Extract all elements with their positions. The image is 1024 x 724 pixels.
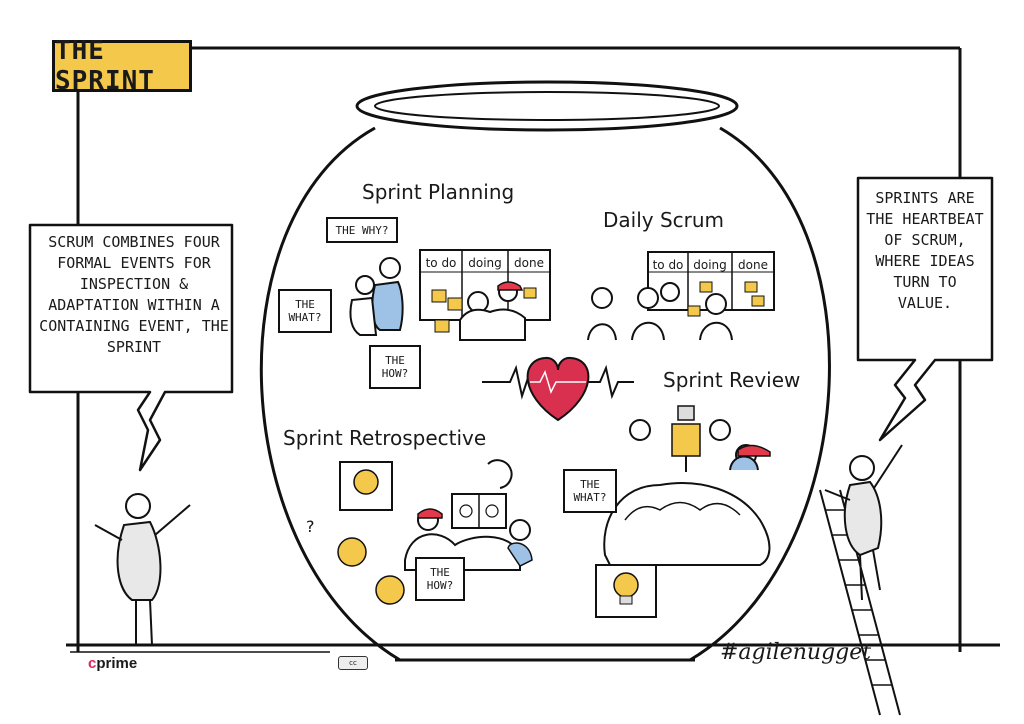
cprime-logo: cprime xyxy=(88,655,138,672)
daily-board-done: done xyxy=(738,258,768,272)
planning-board-todo: to do xyxy=(425,256,457,270)
left-bubble-text: SCRUM COMBINES FOUR FORMAL EVENTS FOR IN… xyxy=(39,233,229,356)
daily-board-doing: doing xyxy=(693,258,727,272)
planning-why-label: THE WHY? xyxy=(335,224,389,237)
title-box: THE SPRINT xyxy=(52,36,192,96)
planning-board-doing: doing xyxy=(468,256,502,270)
daily-scrum-title: Daily Scrum xyxy=(603,208,725,232)
retro-how-label: THE HOW? xyxy=(426,566,454,592)
planning-what-label: THE WHAT? xyxy=(288,298,322,324)
sprint-review-title: Sprint Review xyxy=(663,368,801,392)
planning-how-label: THE HOW? xyxy=(381,354,409,380)
review-what-label: THE WHAT? xyxy=(573,478,607,504)
planning-board-done: done xyxy=(514,256,544,270)
hashtag-agilenugget: #agilenugget xyxy=(720,640,872,665)
creative-commons-badge: cc xyxy=(338,656,368,670)
svg-text:?: ? xyxy=(306,517,315,536)
right-bubble-text: SPRINTS ARE THE HEARTBEAT OF SCRUM, WHER… xyxy=(866,189,984,312)
sprint-planning-title: Sprint Planning xyxy=(362,180,515,204)
daily-board-todo: to do xyxy=(652,258,684,272)
sprint-retrospective-title: Sprint Retrospective xyxy=(283,426,487,450)
